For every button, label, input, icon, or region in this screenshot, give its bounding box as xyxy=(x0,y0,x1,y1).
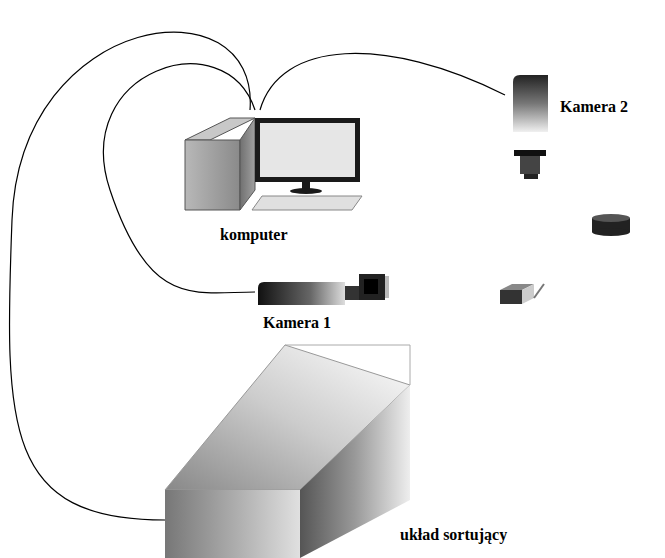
monitor xyxy=(255,118,360,194)
camera-node: Kamera 2 xyxy=(505,70,660,185)
sorting-unit xyxy=(165,345,410,558)
camera-node: Kamera 1 xyxy=(255,268,395,340)
device-label: Kamera 2 xyxy=(560,98,628,116)
device-label: Kamera 1 xyxy=(263,314,331,332)
sorting-unit-node: układ sortujący xyxy=(160,340,535,556)
keyboard xyxy=(252,196,362,210)
inspected-object xyxy=(500,284,544,304)
cable xyxy=(260,53,505,110)
device-label: komputer xyxy=(220,226,288,244)
cable xyxy=(103,64,255,293)
computer-tower xyxy=(185,118,255,210)
computer-node: komputer xyxy=(180,110,370,250)
cable xyxy=(9,32,250,520)
camera-2 xyxy=(513,75,548,179)
device-label: układ sortujący xyxy=(400,526,507,544)
sample-object xyxy=(592,214,630,236)
camera-1 xyxy=(258,274,389,305)
